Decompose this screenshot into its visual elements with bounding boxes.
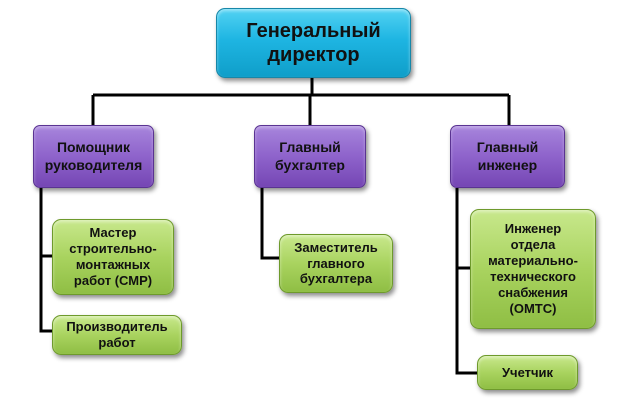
- node-assistant-manager: Помощник руководителя: [33, 125, 154, 188]
- node-omts-engineer: Инженер отдела материально- технического…: [470, 209, 596, 329]
- connector-accountant-children: [260, 188, 279, 260]
- node-works-producer: Производитель работ: [52, 315, 182, 355]
- node-master-smr: Мастер строительно- монтажных работ (СМР…: [52, 219, 174, 295]
- connector-assistant-children: [39, 188, 52, 333]
- node-chief-engineer: Главный инженер: [450, 125, 565, 188]
- node-deputy-chief-accountant: Заместитель главного бухгалтера: [279, 234, 393, 293]
- node-chief-accountant: Главный бухгалтер: [254, 125, 366, 188]
- node-accountant-clerk: Учетчик: [477, 355, 578, 390]
- node-general-director: Генеральный директор: [216, 8, 411, 78]
- connector-engineer-children: [455, 188, 477, 375]
